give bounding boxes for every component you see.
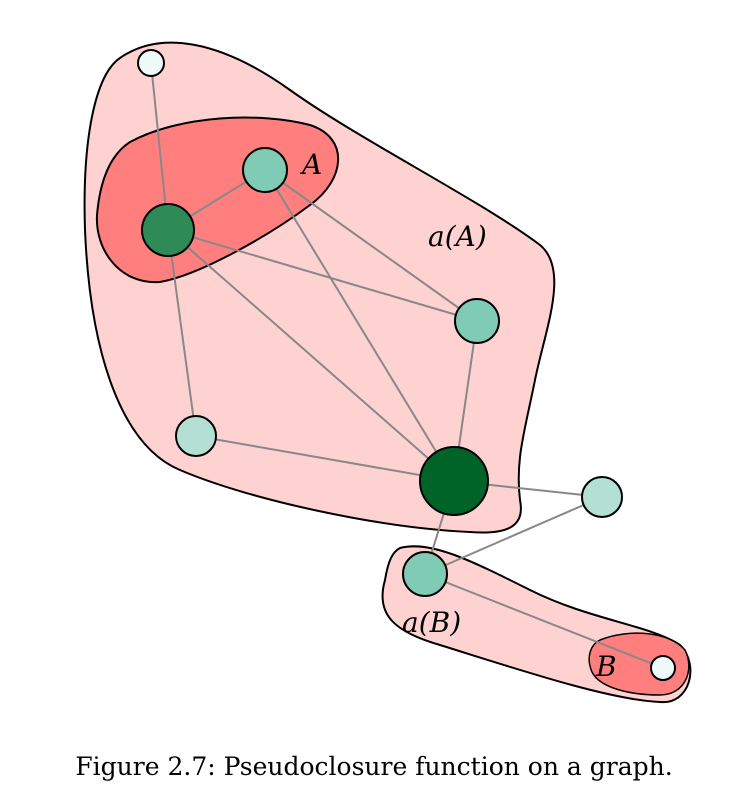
graph-node [419, 446, 489, 516]
nodes [137, 49, 676, 681]
edges [150, 62, 664, 669]
graph-node [650, 655, 676, 681]
graph-node [242, 147, 288, 193]
label-set-a: A [299, 148, 322, 181]
graph-node [137, 49, 165, 77]
label-set-b: B [595, 650, 617, 683]
graph-edge [264, 169, 455, 482]
graph-edge [424, 496, 603, 575]
graph-edge [424, 573, 664, 669]
graph-edge [195, 435, 455, 482]
graph-edge [167, 229, 197, 437]
graph-edge [167, 229, 478, 322]
graph-edge [167, 229, 455, 482]
graph-node [175, 415, 217, 457]
label-closure-a: a(A) [428, 220, 487, 253]
graph-node [141, 203, 195, 257]
graph-node [402, 551, 448, 597]
graph-node [581, 476, 623, 518]
label-closure-b: a(B) [402, 606, 461, 639]
graph-node [454, 298, 500, 344]
graph-edge [150, 62, 169, 231]
closure-region-a [83, 41, 556, 534]
figure-caption: Figure 2.7: Pseudoclosure function on a … [75, 752, 673, 781]
graph-edge [264, 169, 478, 322]
